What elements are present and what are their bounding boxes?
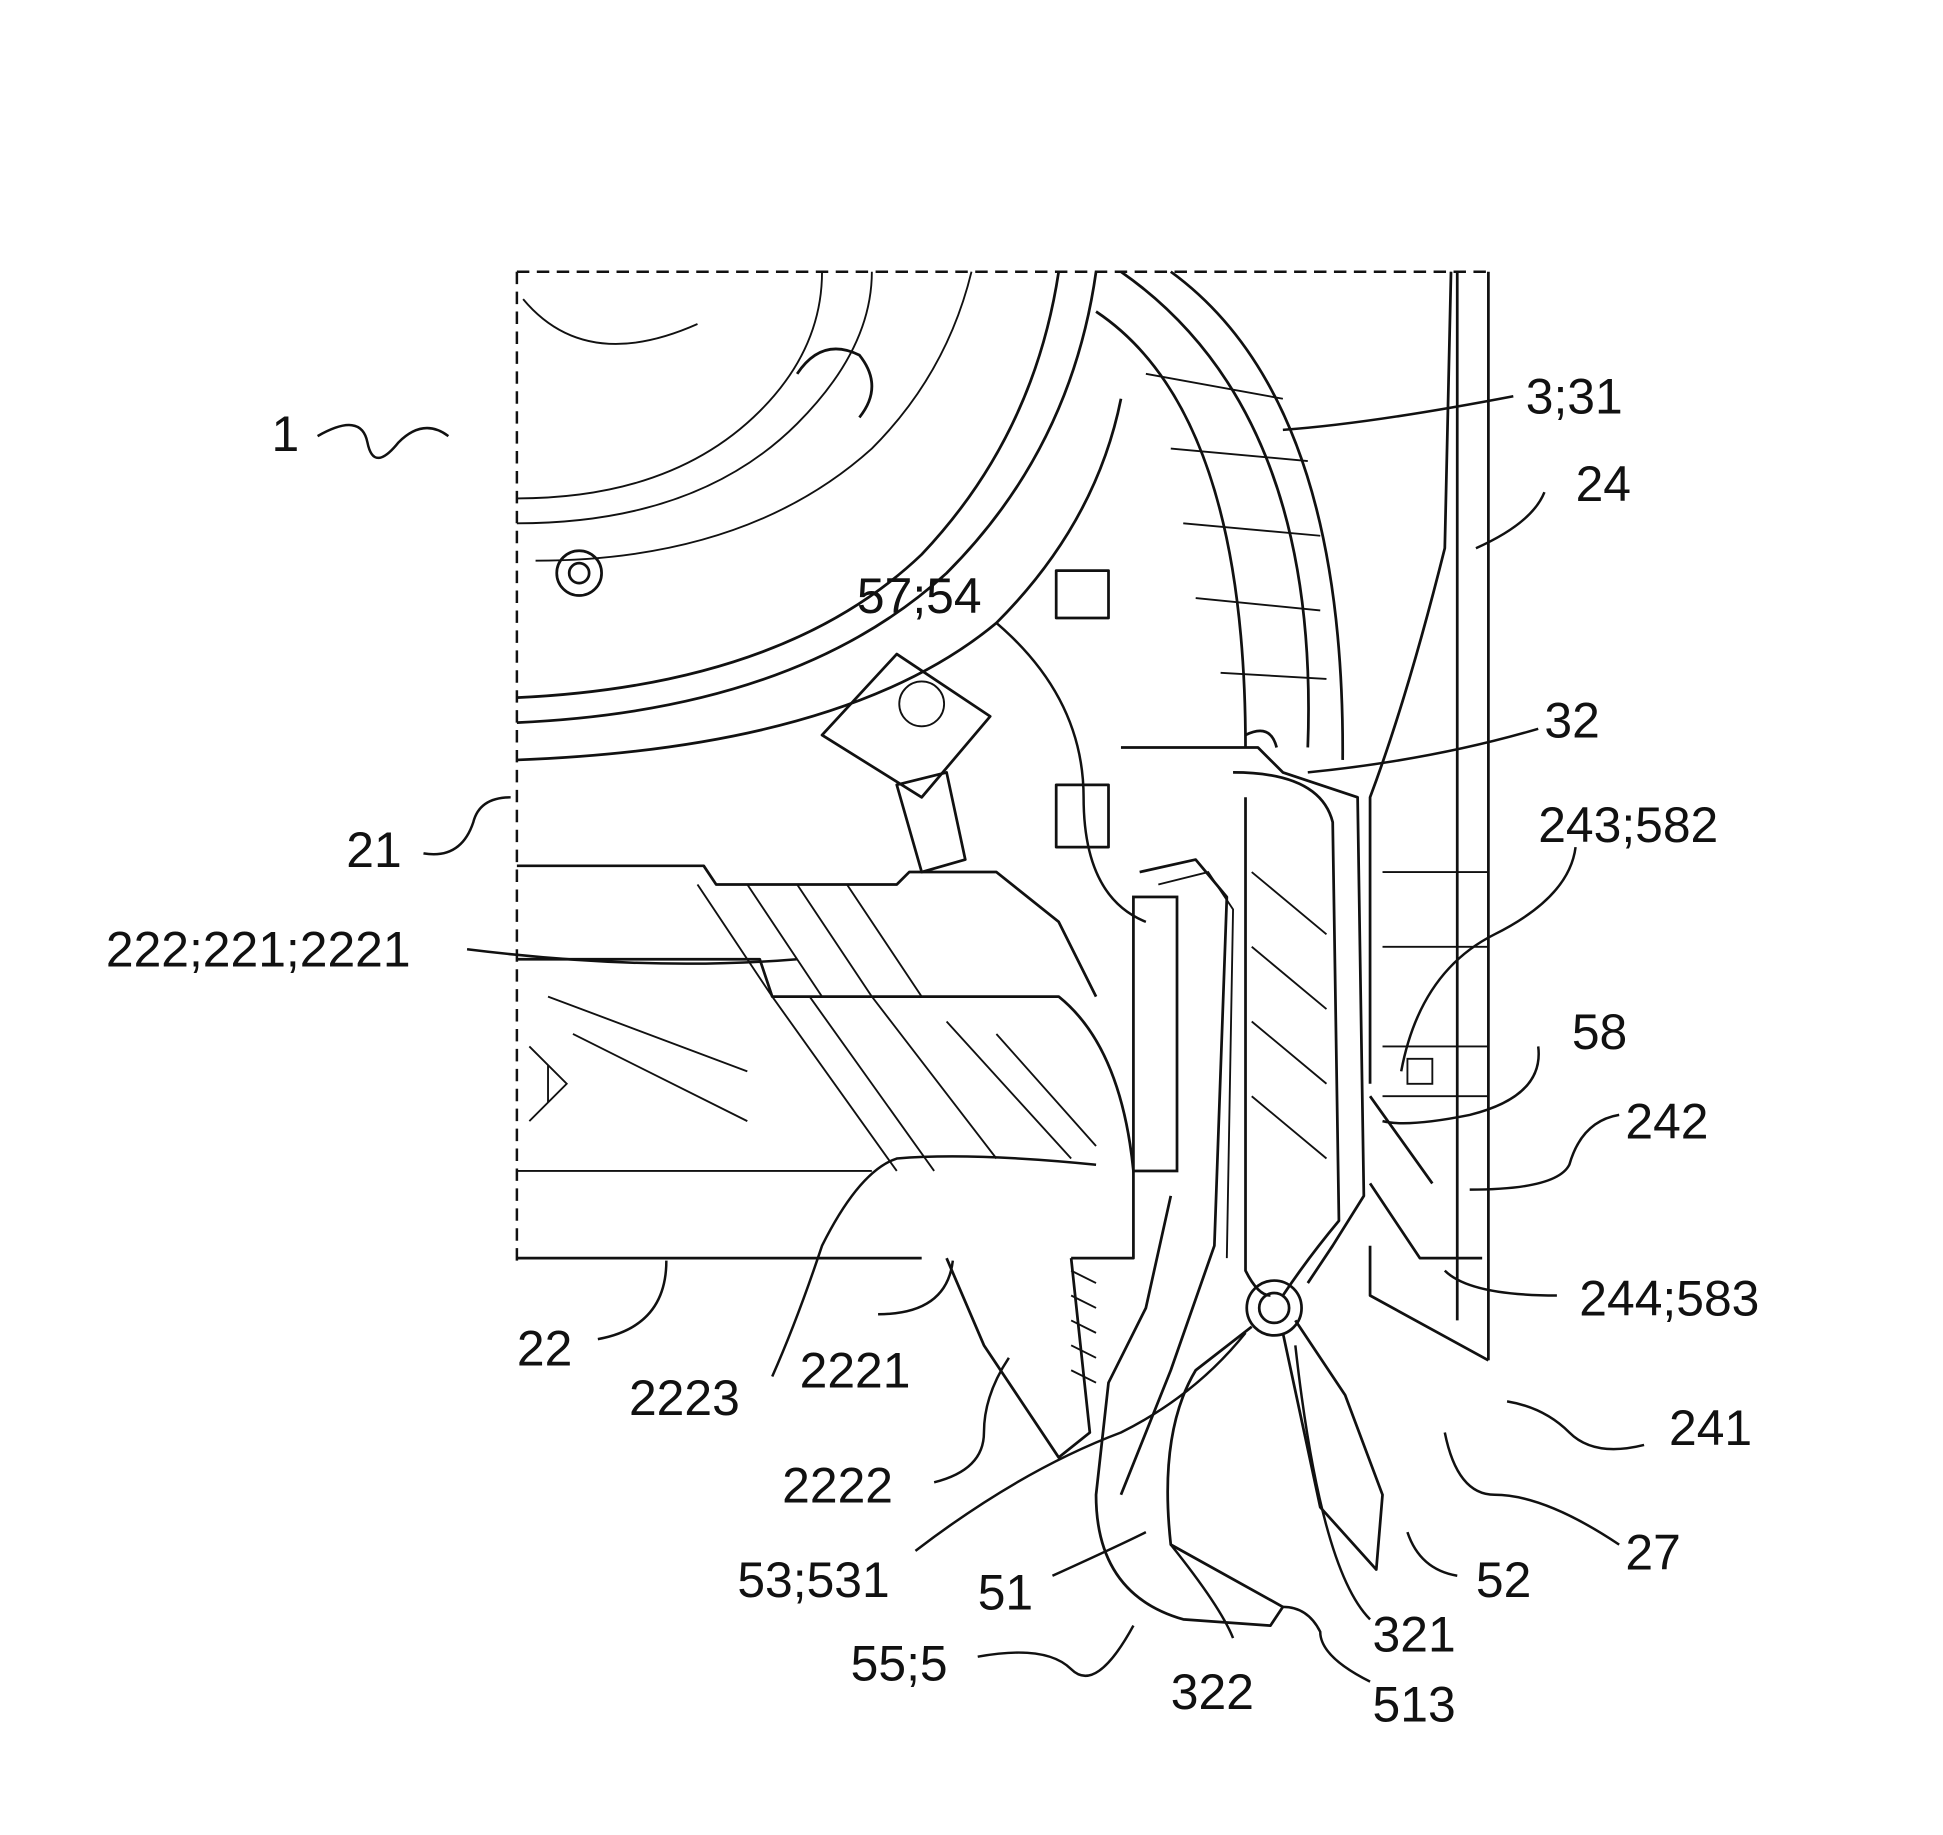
reference-labels: 1 3;31 24 57;54 32 21 243;582 222;221;22… <box>106 369 1760 1733</box>
label-513: 513 <box>1373 1676 1456 1732</box>
label-55-5: 55;5 <box>851 1635 948 1691</box>
curved-member-3-31 <box>1054 270 1345 849</box>
label-51: 51 <box>978 1564 1033 1620</box>
label-242: 242 <box>1625 1094 1708 1150</box>
label-2222: 2222 <box>782 1457 893 1513</box>
label-222-221-2221: 222;221;2221 <box>106 922 411 978</box>
label-322: 322 <box>1171 1664 1254 1720</box>
label-52: 52 <box>1476 1552 1531 1608</box>
label-58: 58 <box>1572 1004 1627 1060</box>
label-241: 241 <box>1669 1400 1752 1456</box>
label-24: 24 <box>1576 456 1631 512</box>
clip-assembly <box>1094 729 1384 1627</box>
label-1: 1 <box>272 406 300 462</box>
label-243-582: 243;582 <box>1538 797 1718 853</box>
label-3-31: 3;31 <box>1526 369 1623 425</box>
label-27: 27 <box>1625 1525 1680 1581</box>
label-57-54: 57;54 <box>857 568 982 624</box>
leader-lines <box>316 395 1645 1683</box>
label-21: 21 <box>346 822 401 878</box>
label-2221: 2221 <box>800 1343 911 1399</box>
label-321: 321 <box>1373 1607 1456 1663</box>
wall-24 <box>1368 271 1490 1362</box>
label-53-531: 53;531 <box>737 1552 889 1608</box>
drum-assembly <box>516 271 1123 762</box>
label-244-583: 244;583 <box>1579 1270 1759 1326</box>
section-frame <box>515 270 1490 1361</box>
housing-22 <box>516 652 1135 1459</box>
label-22: 22 <box>517 1320 572 1376</box>
label-2223: 2223 <box>629 1370 740 1426</box>
label-32: 32 <box>1544 693 1599 749</box>
